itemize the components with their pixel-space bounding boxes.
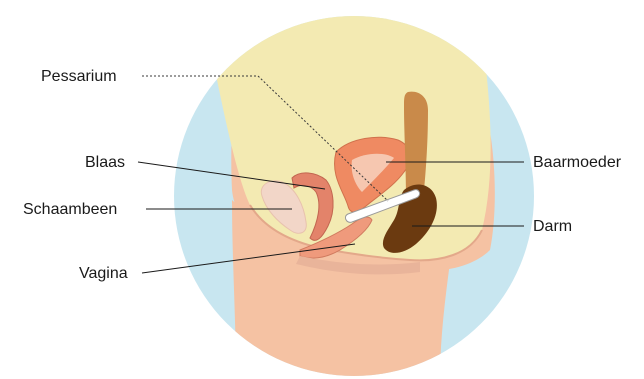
label-vagina: Vagina	[79, 265, 128, 282]
label-schaambeen: Schaambeen	[23, 201, 117, 218]
label-pessarium: Pessarium	[41, 68, 117, 85]
label-baarmoeder: Baarmoeder	[533, 154, 622, 171]
bowel-upper	[404, 92, 428, 196]
label-darm: Darm	[533, 218, 572, 235]
label-blaas: Blaas	[85, 154, 125, 171]
